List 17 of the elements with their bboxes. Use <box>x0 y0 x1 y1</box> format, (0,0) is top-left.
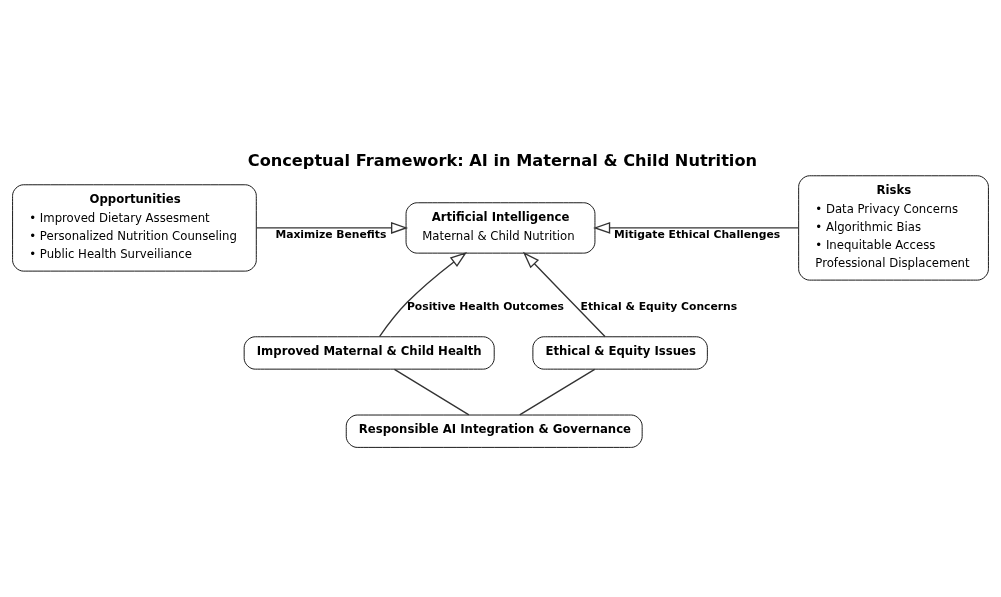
arrow <box>593 221 800 234</box>
edge-label: Mitigate Ethical Challenges <box>614 227 781 241</box>
node-box: Risks • Data Privacy Concerns • Algorithmic Bias • Inequitable Access Professional Displacement <box>798 174 989 281</box>
edge-label: Ethical & Equity Concerns <box>580 299 738 313</box>
arrow <box>378 251 468 337</box>
edge-label: Positive Health Outcomes <box>406 299 564 313</box>
diagram-title: Conceptual Framework: AI in Maternal & Child Nutrition <box>247 150 758 170</box>
arrow <box>255 221 409 234</box>
node-box: Improved Maternal & Child Health <box>243 335 495 370</box>
connector <box>393 368 470 415</box>
node-box: Ethical & Equity Issues <box>532 335 708 370</box>
arrow <box>522 251 606 337</box>
node-box: Responsible AI Integration & Governance <box>345 414 643 448</box>
connector <box>519 368 596 415</box>
node-box: Artificial Intelligence Maternal & Child Nutrition <box>405 201 596 254</box>
node-box: Opportunities • Improved Dietary Assesment • Personalized Nutrition Counseling • Public Health Surveiliance <box>12 183 257 272</box>
edge-label: Maximize Benefits <box>275 227 387 241</box>
